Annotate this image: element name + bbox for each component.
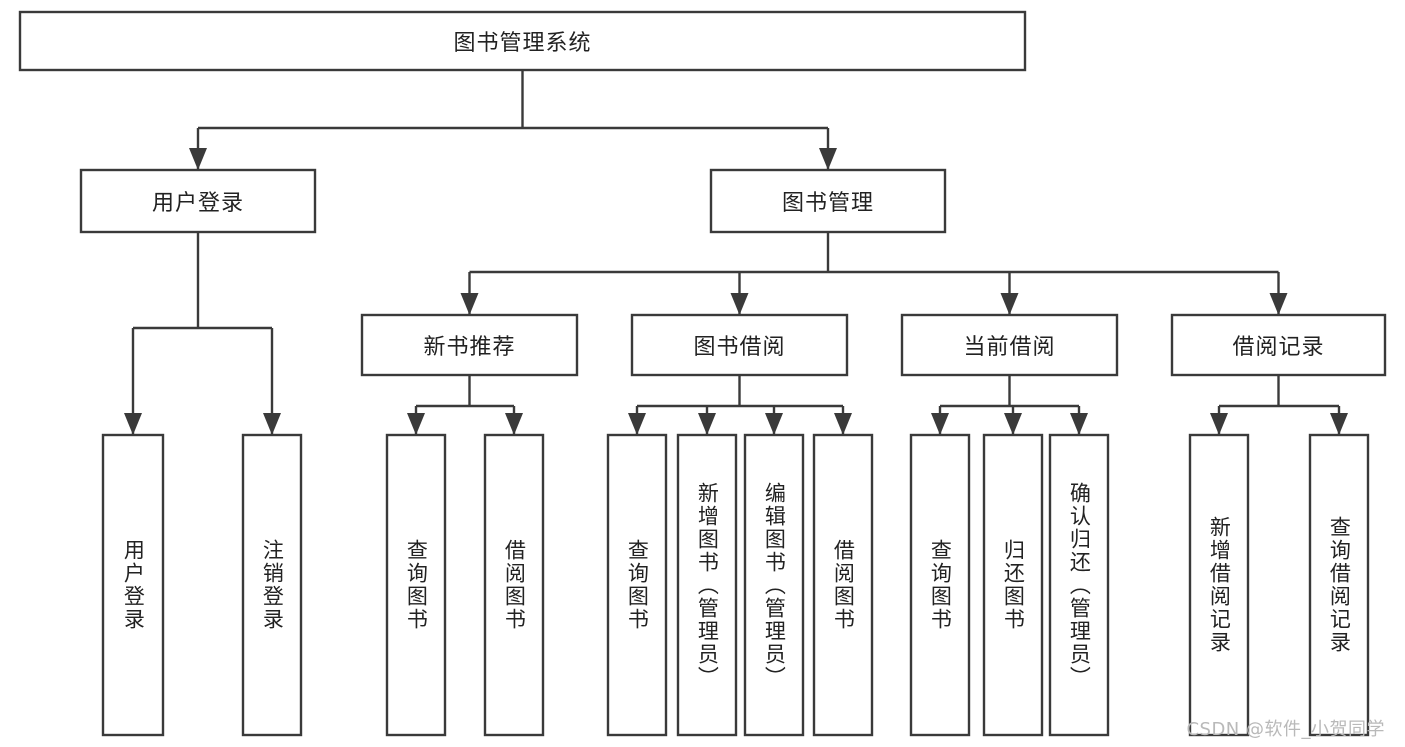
node-box-book-borrow[interactable] [630,313,849,377]
arrowhead-leaf-return-book [1004,413,1022,435]
arrowhead-leaf-logout [263,413,281,435]
node-box-root[interactable] [18,10,1027,72]
node-box-user-login[interactable] [79,168,317,234]
arrowhead-leaf-query-record [1330,413,1348,435]
arrowhead-leaf-query-book-borrow [628,413,646,435]
arrowhead-current-borrow [1000,293,1019,315]
arrowhead-book-manage [819,148,837,170]
csdn-watermark: CSDN @软件_小贺同学 [1186,719,1385,740]
node-box-leaf-add-book[interactable] [676,433,738,737]
arrowhead-leaf-query-book-rec [407,413,425,435]
node-box-leaf-edit-book[interactable] [743,433,805,737]
arrowhead-leaf-edit-book [765,413,783,435]
node-box-leaf-borrow-book-rec[interactable] [483,433,545,737]
arrowhead-leaf-confirm-return [1070,413,1088,435]
arrowhead-leaf-query-book-current [931,413,949,435]
connector-layer [124,70,1348,435]
node-box-leaf-logout[interactable] [241,433,303,737]
node-box-leaf-borrow-book[interactable] [812,433,874,737]
node-box-book-manage[interactable] [709,168,947,234]
node-box-leaf-return-book[interactable] [982,433,1044,737]
node-box-leaf-query-book-current[interactable] [909,433,971,737]
node-box-leaf-user-login[interactable] [101,433,165,737]
node-box-leaf-confirm-return[interactable] [1048,433,1110,737]
node-box-leaf-query-record[interactable] [1308,433,1370,737]
arrowhead-leaf-borrow-book [834,413,852,435]
arrowhead-leaf-user-login [124,413,142,435]
node-box-layer [18,10,1387,737]
arrowhead-new-book-rec [460,293,479,315]
arrowhead-user-login [189,148,207,170]
arrowhead-leaf-add-record [1210,413,1228,435]
arrowhead-leaf-add-book [698,413,716,435]
arrowhead-borrow-record [1269,293,1288,315]
arrowhead-book-borrow [730,293,749,315]
node-box-leaf-add-record[interactable] [1188,433,1250,737]
node-box-leaf-query-book-borrow[interactable] [606,433,668,737]
node-box-borrow-record[interactable] [1170,313,1387,377]
node-box-new-book-rec[interactable] [360,313,579,377]
node-box-current-borrow[interactable] [900,313,1119,377]
node-box-leaf-query-book-rec[interactable] [385,433,447,737]
arrowhead-leaf-borrow-book-rec [505,413,523,435]
